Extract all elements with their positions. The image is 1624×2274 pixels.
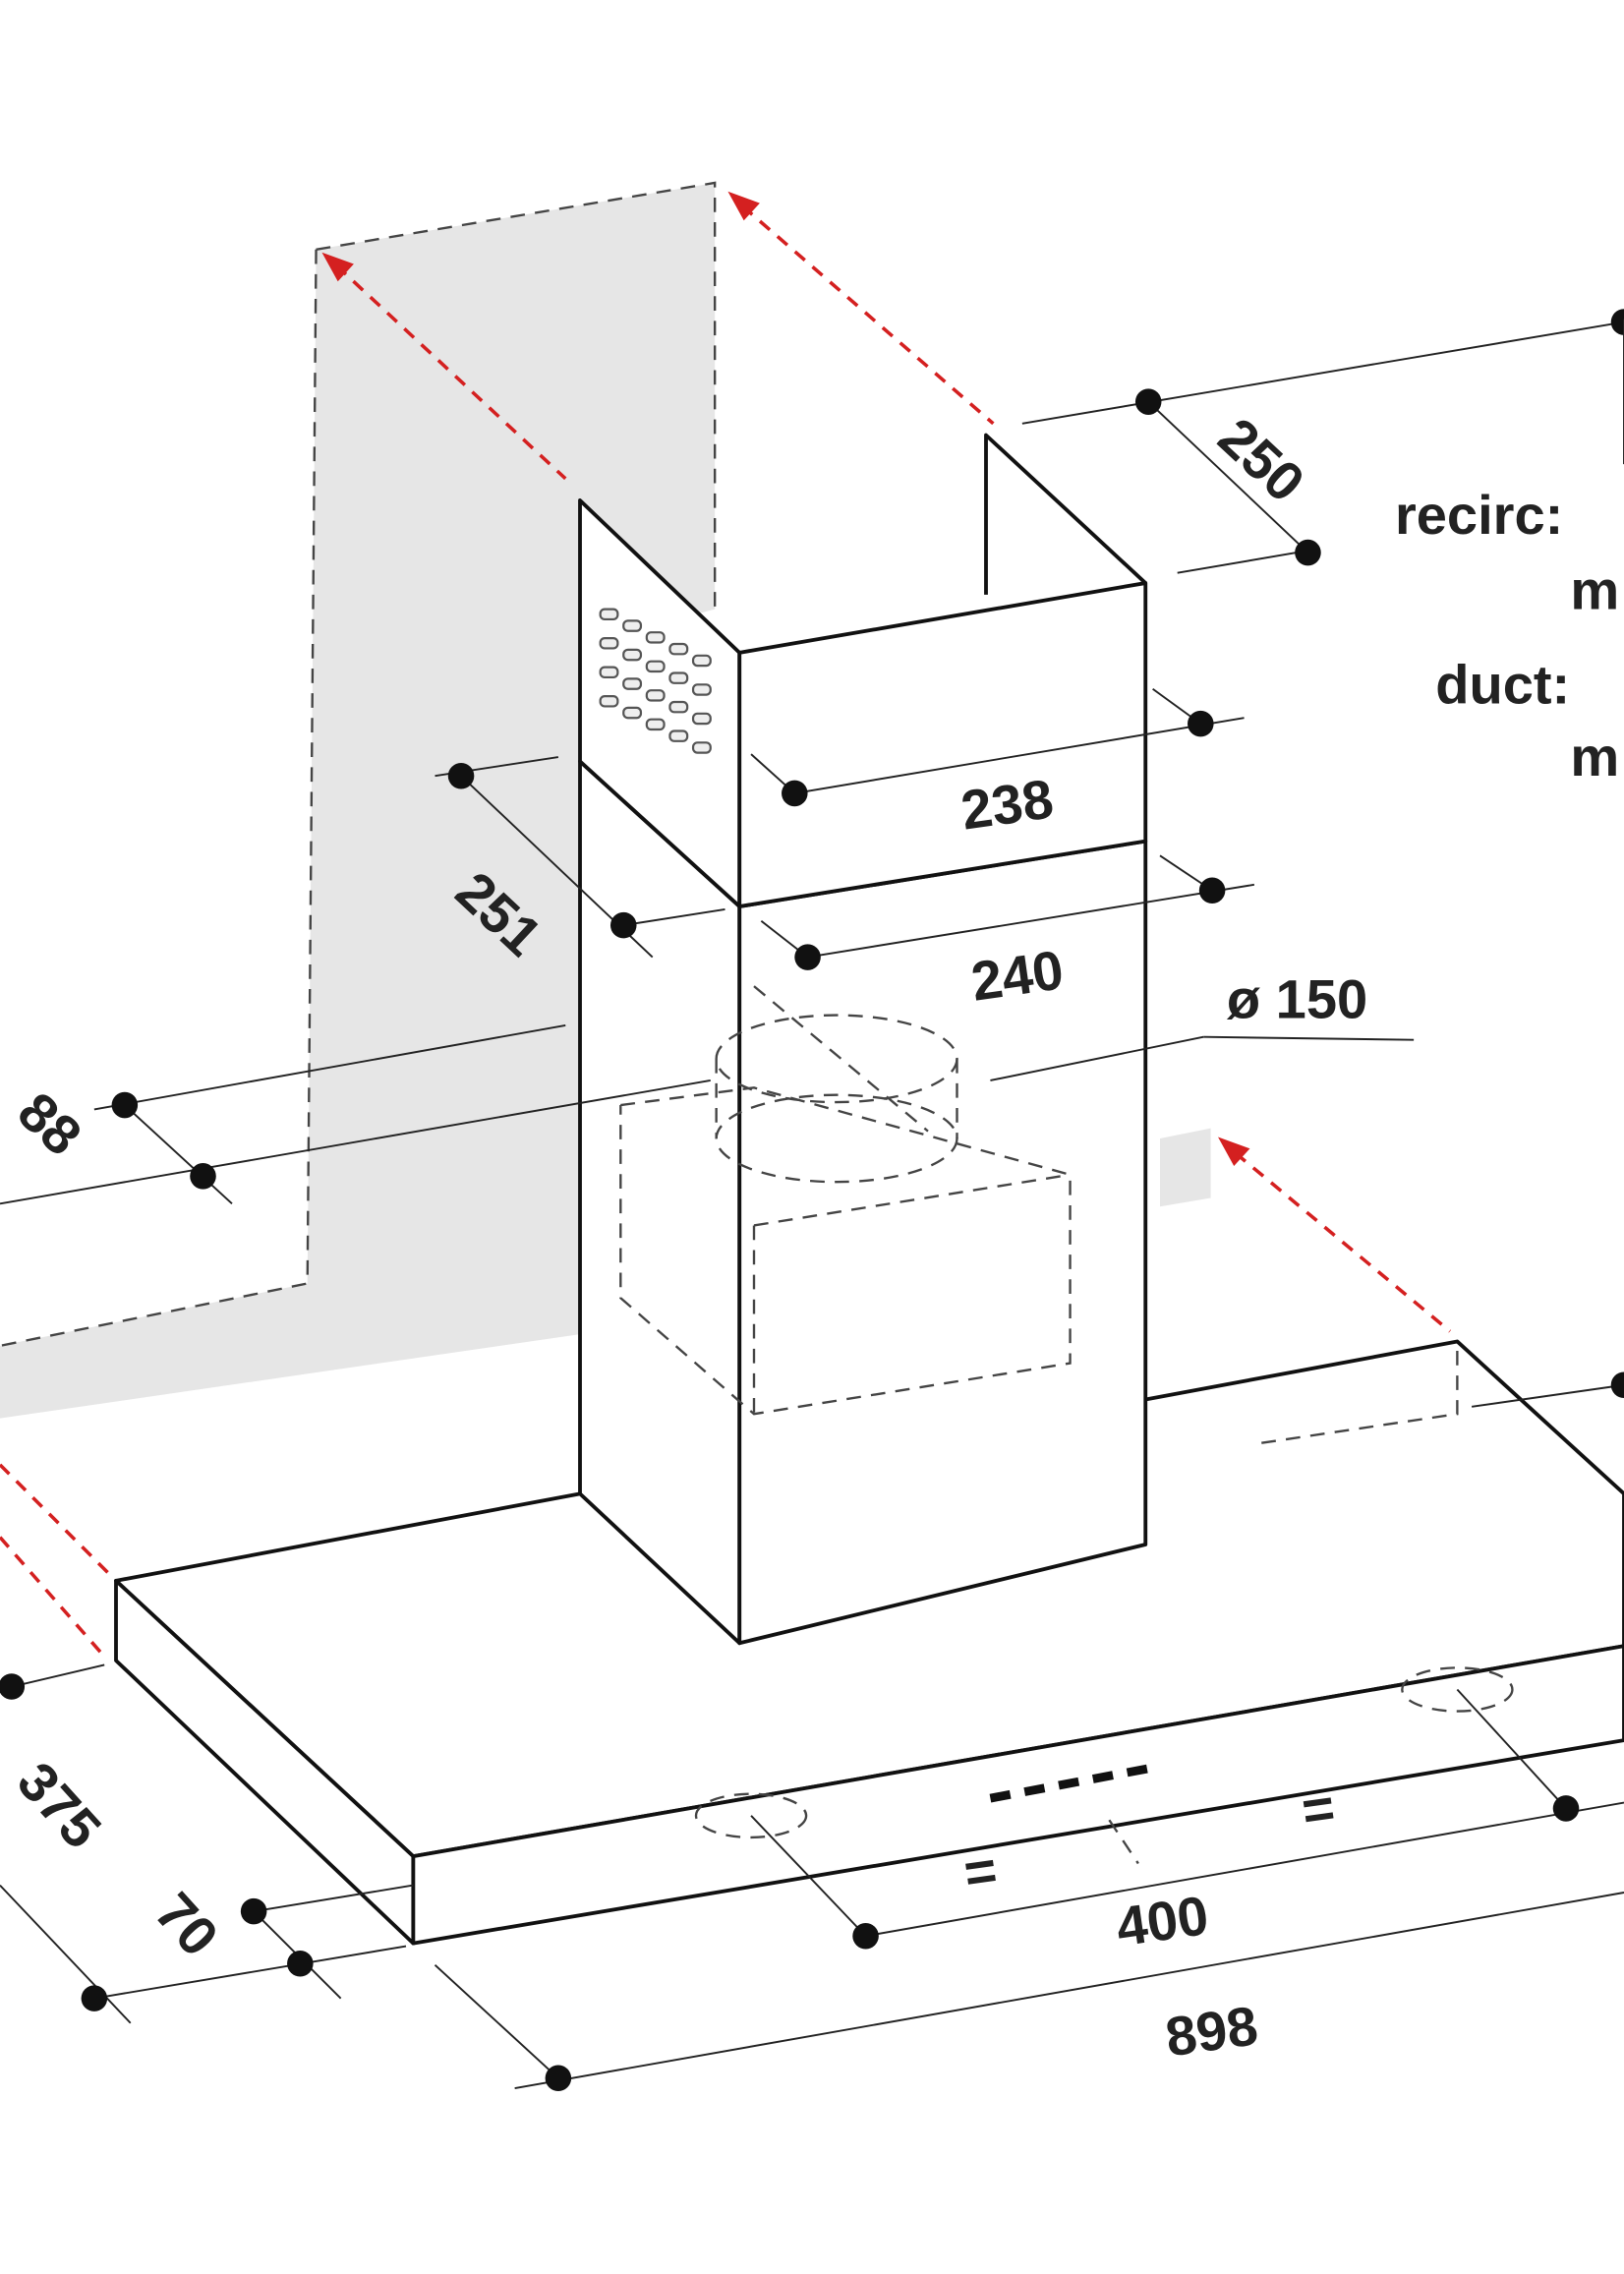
chimney-upper-front [737,581,1148,908]
dim-251 [435,756,725,959]
chimney-upper-back [984,433,1147,595]
dim-898 [434,1892,1624,2092]
wall-outline [316,181,717,610]
wall-outline-left [0,249,318,1348]
dim-375-70 [0,1663,414,2024]
arrow-head-icon [321,252,354,282]
dim-88 [0,1023,711,1205]
label-240: 240 [967,938,1067,1012]
center-line [1108,1819,1139,1865]
arrow-head-icon [1218,1137,1250,1166]
label-238: 238 [957,767,1057,841]
label-375: 375 [6,1750,113,1860]
height-arrow-hood [1234,1151,1452,1333]
chimney-lower-left [578,759,742,1646]
label-88: 88 [7,1080,94,1168]
height-arrow-bottom2 [0,1536,103,1655]
dim-150 [990,1035,1415,1081]
note-recirc: recirc: [1395,484,1563,546]
dim-238 [750,687,1245,807]
label-250: 250 [1207,406,1316,514]
control-panel [989,1762,1161,1803]
dim-240 [760,854,1255,970]
wall-shading [0,182,716,1419]
label-70: 70 [144,1881,231,1967]
hood-back-hidden [1261,1341,1459,1444]
label-400: 400 [1113,1884,1212,1957]
note-recirc-unit: m [1570,559,1619,621]
note-duct: duct: [1435,653,1570,715]
dim-right [1471,319,1624,1408]
wall-shading-right [1160,1128,1211,1207]
hood-face [411,1644,1624,1946]
note-duct-unit: m [1570,726,1619,787]
height-arrow-right [741,204,995,426]
label-898: 898 [1162,1994,1261,2068]
height-arrow-left [334,263,567,481]
dim-250 [1021,309,1624,574]
motor-hidden [619,985,1072,1416]
dim-400 [750,1688,1624,1950]
label-equal-left: = [960,1838,1001,1904]
height-arrow-bottom [0,1463,110,1575]
mounting-hole-left [694,1792,808,1839]
vent-grille-icon [599,608,712,754]
label-diameter-150: ø 150 [1227,968,1367,1030]
mounting-hole-right [1401,1666,1514,1713]
arrow-head-icon [727,191,760,221]
